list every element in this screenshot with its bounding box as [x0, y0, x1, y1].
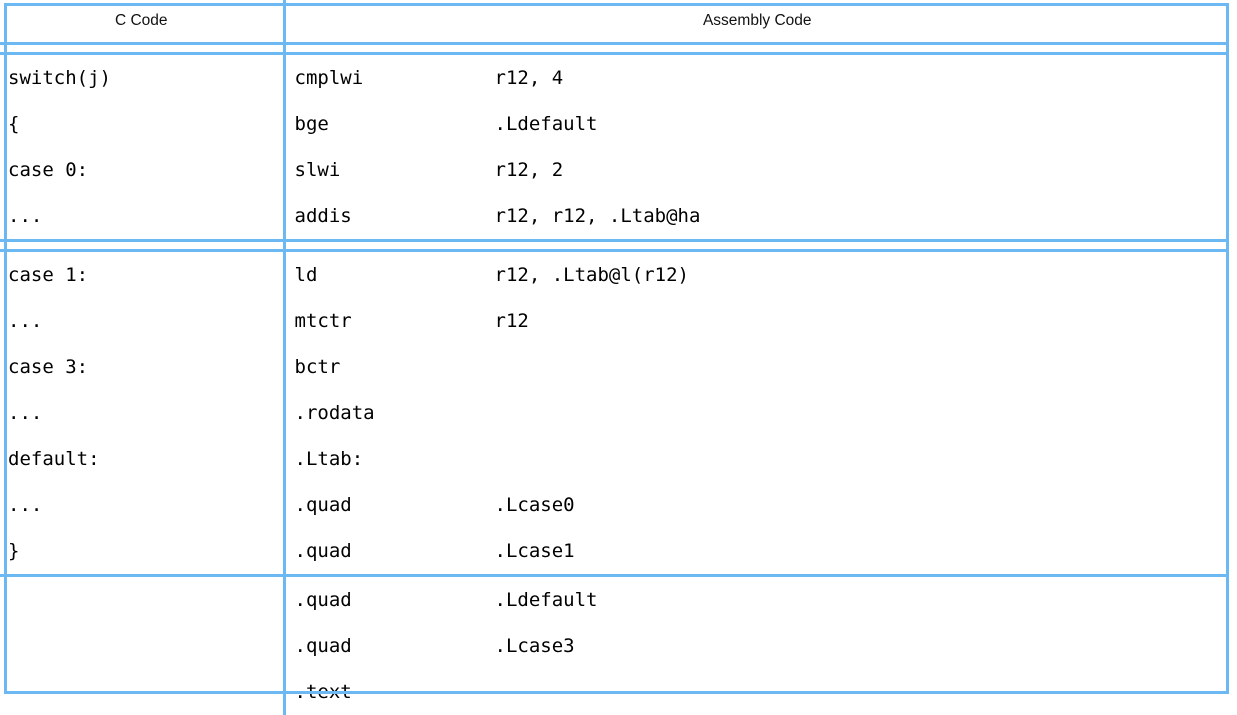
- assembly-operands: r12, 4: [495, 67, 564, 89]
- assembly-line: .quad.Lcase1: [286, 528, 1230, 574]
- c-code-line: switch(j): [0, 55, 283, 101]
- assembly-line: .quad.Lcase0: [286, 482, 1230, 528]
- header-separator-left: [0, 44, 284, 54]
- c-code-line: case 0:: [0, 147, 283, 193]
- assembly-mnemonic: cmplwi: [295, 67, 495, 89]
- c-code-line: ...: [0, 298, 283, 344]
- c-code-line: ...: [0, 390, 283, 436]
- assembly-mnemonic: .quad: [295, 635, 495, 657]
- assembly-line: .Ltab:: [286, 436, 1230, 482]
- c-code-lines-2: case 1:...case 3:...default:...}: [0, 252, 283, 574]
- assembly-operands: .Lcase3: [495, 635, 575, 657]
- table-section-3: .quad.Ldefault.quad.Lcase3.text: [0, 577, 1229, 715]
- c-code-line: default:: [0, 436, 283, 482]
- assembly-mnemonic: mtctr: [295, 310, 495, 332]
- column-header-c-code: C Code: [0, 0, 284, 44]
- c-code-cell-3: [0, 577, 284, 715]
- header-separator-right: [284, 44, 1229, 54]
- assembly-operands: .Lcase1: [495, 540, 575, 562]
- code-comparison-table-container: C Code Assembly Code switch(j){case 0:..…: [0, 0, 1237, 697]
- assembly-mnemonic: bge: [295, 113, 495, 135]
- table-header: C Code Assembly Code: [0, 0, 1229, 44]
- assembly-cell-3: .quad.Ldefault.quad.Lcase3.text: [284, 577, 1229, 715]
- assembly-mnemonic: .quad: [295, 540, 495, 562]
- assembly-mnemonic: .quad: [295, 589, 495, 611]
- assembly-operands: .Ldefault: [495, 113, 598, 135]
- assembly-line: .text: [286, 669, 1230, 715]
- assembly-mnemonic: slwi: [295, 159, 495, 181]
- assembly-lines-3: .quad.Ldefault.quad.Lcase3.text: [286, 577, 1230, 715]
- c-code-lines-3: [0, 577, 283, 715]
- assembly-mnemonic: .text: [295, 681, 495, 703]
- assembly-mnemonic: ld: [295, 264, 495, 286]
- assembly-mnemonic: .Ltab:: [295, 448, 495, 470]
- c-code-line: ...: [0, 193, 283, 239]
- header-separator-rule: [0, 44, 1229, 54]
- c-code-line: case 3:: [0, 344, 283, 390]
- assembly-operands: r12, .Ltab@l(r12): [495, 264, 689, 286]
- c-code-line: {: [0, 101, 283, 147]
- assembly-line: .quad.Lcase3: [286, 623, 1230, 669]
- assembly-line: .quad.Ldefault: [286, 577, 1230, 623]
- assembly-operands: .Ldefault: [495, 589, 598, 611]
- assembly-mnemonic: .rodata: [295, 402, 495, 424]
- assembly-mnemonic: bctr: [295, 356, 495, 378]
- assembly-operands: .Lcase0: [495, 494, 575, 516]
- assembly-operands: r12, r12, .Ltab@ha: [495, 205, 701, 227]
- assembly-mnemonic: .quad: [295, 494, 495, 516]
- section-divider-1-left: [0, 241, 284, 251]
- c-code-cell-2: case 1:...case 3:...default:...}: [0, 251, 284, 576]
- assembly-operands: r12, 2: [495, 159, 564, 181]
- assembly-line: bctr: [286, 344, 1230, 390]
- section-divider-1-right: [284, 241, 1229, 251]
- c-code-line: ...: [0, 482, 283, 528]
- assembly-mnemonic: addis: [295, 205, 495, 227]
- assembly-line: .rodata: [286, 390, 1230, 436]
- section-divider-1: [0, 241, 1229, 251]
- c-code-line: case 1:: [0, 252, 283, 298]
- c-code-lines-1: switch(j){case 0:...: [0, 55, 283, 239]
- c-code-line: }: [0, 528, 283, 574]
- column-header-assembly-code: Assembly Code: [284, 0, 1229, 44]
- c-code-cell-1: switch(j){case 0:...: [0, 54, 284, 241]
- header-row: C Code Assembly Code: [0, 0, 1229, 44]
- assembly-line: bge.Ldefault: [286, 101, 1230, 147]
- assembly-operands: r12: [495, 310, 529, 332]
